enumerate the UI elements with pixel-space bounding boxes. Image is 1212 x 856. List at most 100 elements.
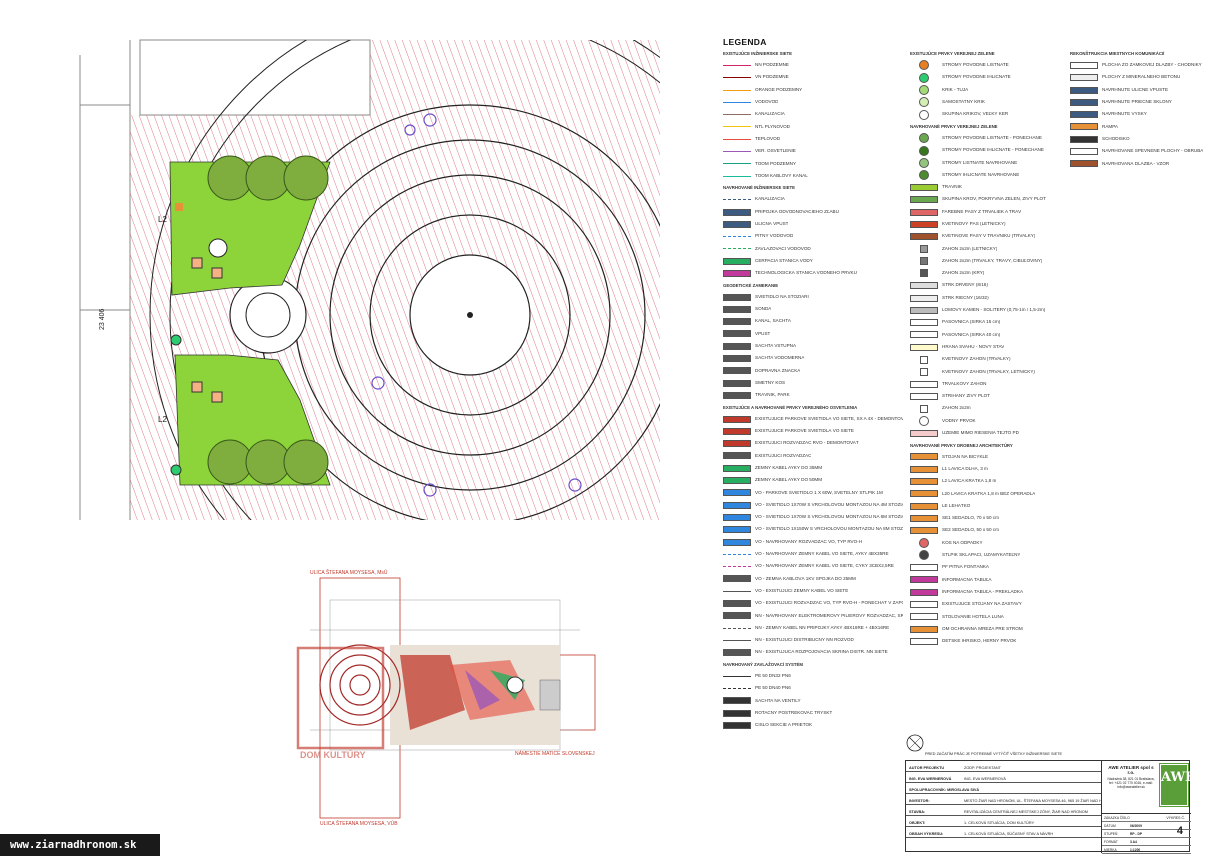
legend-symbol-icon xyxy=(1070,148,1098,156)
legend-section-title: GEODETICKÉ ZAMERANIE xyxy=(723,282,779,288)
legend-item: KANÁL, ŠACHTA xyxy=(723,316,903,328)
legend-item-label: VPUSŤ xyxy=(755,331,771,336)
overview-overlay-label: DOM KULTÚRY xyxy=(300,749,366,760)
legend-item-label: NAVRHNUTÉ VÝŠKY xyxy=(1102,112,1147,117)
title-row-key: INVESTOR: xyxy=(909,798,930,803)
title-row-value: ING. EVA WERNEROVÁ xyxy=(964,776,1006,781)
legend-item: KVETINOVÝ ZÁHON (TRVALKY, LETNIČKY) xyxy=(910,366,1070,378)
legend-item: TRÁVNIK, PARK xyxy=(723,389,903,401)
title-meta-key: DÁTUM xyxy=(1104,823,1116,828)
legend-item: VO - NAVRHOVANÝ ZEMNÝ KÁBEL VO SIETE, AY… xyxy=(723,548,903,560)
title-row: AUTOR PROJEKTU ZODP. PROJEKTANT xyxy=(906,764,1101,772)
office-address: Nádražná 38, 821 01 Bratislava, tel: +42… xyxy=(1107,777,1155,790)
legend-item-label: STROMY PÔVODNÉ LISTNATÉ - PONECHANÉ xyxy=(942,135,1042,140)
legend-item-label: DETSKÉ IHRISKO, HERNÝ PRVOK xyxy=(942,639,1017,644)
legend-symbol-icon xyxy=(723,575,751,583)
legend-symbol-icon xyxy=(723,427,751,435)
legend-item-label: VO - NAVRHOVANÝ ZEMNÝ KÁBEL VO SIETE, CY… xyxy=(755,564,894,569)
legend-symbol-icon xyxy=(723,257,751,265)
legend-symbol-icon xyxy=(1070,135,1098,143)
legend-symbol-icon xyxy=(723,489,751,497)
legend-symbol-icon xyxy=(723,697,751,705)
legend-symbol-icon xyxy=(723,151,751,153)
legend-symbol-icon xyxy=(919,538,929,549)
legend-section-title: EXISTUJÚCE INŽINIERSKE SIETE xyxy=(723,51,793,56)
legend-item: ZÁHON 2x2m (KRY) xyxy=(910,267,1070,279)
legend-symbol-icon xyxy=(910,233,938,241)
title-row-key: STAVBA: xyxy=(909,809,926,814)
legend-symbol-icon xyxy=(723,355,751,363)
overview-bottom-label: ULICA ŠTEFANA MOYSESA, VÚB xyxy=(320,820,398,827)
title-meta-value: 1:1200 xyxy=(1130,847,1141,852)
plan-features xyxy=(170,113,582,497)
legend-item-label: NN - EXISTUJÚCI DISTRIBUČNÝ NN ROZVOD xyxy=(755,638,854,643)
legend-symbol-icon xyxy=(910,490,938,498)
legend-item: NN - EXISTUJÚCA ROZPOJOVACIA SKRIŇA DIST… xyxy=(723,647,903,659)
legend-symbol-icon xyxy=(910,343,938,351)
legend-item: ZEMNÝ KÁBEL AYKY DO 50MM xyxy=(723,474,903,486)
north-arrow-icon xyxy=(906,734,924,752)
legend-item: L1 LAVICA DLHÁ, 3 m xyxy=(910,463,1070,475)
legend-section-title: REKONŠTRUKCIA MIESTNYCH KOMUNIKÁCIÍ xyxy=(1070,51,1165,56)
legend-symbol-icon xyxy=(1070,123,1098,131)
legend-item-label: SMETNÝ KÔŠ xyxy=(755,380,786,385)
legend-symbol-icon xyxy=(723,688,751,690)
title-row-key: AUTOR PROJEKTU xyxy=(909,765,945,770)
drawing-number: 4 xyxy=(1176,825,1183,837)
legend-item-label: STRIHANÝ ŽIVÝ PLOT xyxy=(942,394,990,399)
legend-symbol-icon xyxy=(910,514,938,522)
legend-item: VO - EXISTUJÚCI ZEMNÝ KÁBEL VO SIETE xyxy=(723,585,903,597)
legend-symbol-icon xyxy=(919,97,929,108)
legend-item: EXISTUJÚCI ROZVÁDZAČ xyxy=(723,450,903,462)
title-row-value: ZODP. PROJEKTANT xyxy=(964,765,1001,770)
title-block: AUTOR PROJEKTU ZODP. PROJEKTANT ING. EVA W… xyxy=(905,760,1195,854)
legend-symbol-icon xyxy=(723,391,751,399)
legend-item: STROMY PÔVODNÉ IHLIČNATÉ - PONECHANÉ xyxy=(910,144,1070,156)
legend-item: STROMY PÔVODNÉ LISTNATÉ xyxy=(910,59,1070,71)
legend-item: ZÁHON 2x2m xyxy=(910,403,1070,415)
title-row: OBJEKT:1. CELKOVÁ SITUÁCIA, DOM KULTÚRY xyxy=(906,819,1101,827)
title-meta-row: ZÁKAZKA ČÍSLO xyxy=(1102,814,1191,822)
title-meta-key: ZÁKAZKA ČÍSLO xyxy=(1104,815,1130,820)
legend-item: SKUPINA KROV, POKRYVNÁ ZELEŇ, ŽIVÝ PLOT xyxy=(910,194,1070,206)
legend-item-label: TECHNOLOGICKÁ STANICA VODNÉHO PRVKU xyxy=(755,271,857,276)
legend-item-label: TEPLOVOD xyxy=(755,136,781,141)
legend-symbol-icon xyxy=(723,236,751,238)
legend-item: ŠACHTA NA VENTILY xyxy=(723,695,903,707)
legend-symbol-icon xyxy=(920,355,928,364)
legend-item: STROMY PÔVODNÉ IHLIČNATÉ xyxy=(910,72,1070,84)
legend-item-label: SAMOSTATNÝ KRÍK xyxy=(942,100,985,105)
legend-item-label: STROMY PÔVODNÉ LISTNATÉ xyxy=(942,63,1009,68)
legend-item-label: ŠACHTA VSTUPNÁ xyxy=(755,343,797,348)
title-row: STAVBA:REVITALIZÁCIA CENTRÁLNEJ MESTSKEJ… xyxy=(906,808,1101,816)
legend-symbol-icon xyxy=(910,306,938,314)
legend-item: ŠTRK RIEČNY (16/32) xyxy=(910,292,1070,304)
legend-symbol-icon xyxy=(1070,111,1098,119)
legend-symbol-icon xyxy=(919,550,929,561)
legend-symbol-icon xyxy=(723,318,751,326)
legend-item: KANALIZÁCIA xyxy=(723,194,903,206)
trees xyxy=(207,155,329,485)
legend-symbol-icon xyxy=(723,269,751,277)
legend-item: FAREBNÉ PÁSY Z TRVALIEK A TRÁV xyxy=(910,206,1070,218)
legend-item: NN PODZEMNÉ xyxy=(723,59,903,71)
legend-item-label: ŠACHTA VODOMERNÁ xyxy=(755,356,805,361)
legend-item: ZÁHON 2x2m (TRVALKY, TRÁVY, CIBUĽOVINY) xyxy=(910,255,1070,267)
legend-item: STRIHANÝ ŽIVÝ PLOT xyxy=(910,390,1070,402)
overview-top-label: ULICA ŠTEFANA MOYSESA, MsÚ xyxy=(310,569,388,576)
legend-item-label: KVETINOVÉ PÁSY V TRÁVNIKU (TRVALKY) xyxy=(942,234,1036,239)
legend-item: ZEMNÝ KÁBEL AYKY DO 35MM xyxy=(723,462,903,474)
legend-item-label: KANALIZÁCIA xyxy=(755,197,785,202)
legend-item: SE2 SEDADLO, 50 x 50 cm xyxy=(910,525,1070,537)
legend-symbol-icon xyxy=(723,721,751,729)
legend-symbol-icon xyxy=(723,367,751,375)
legend-item-label: EXISTUJÚCE PARKOVÉ SVIETIDLÁ VO SIETE, S… xyxy=(755,416,903,421)
legend-item-label: SKUPINA KROV, POKRYVNÁ ZELEŇ, ŽIVÝ PLOT xyxy=(942,197,1046,202)
legend-item-label: VO - SVIETIDLO 1X70W S VRCHOLOVOU MONTÁŽ… xyxy=(755,515,903,520)
legend-item: VO - NAVRHOVANÝ ROZVÁDZAČ VO, TYP RVO-H xyxy=(723,536,903,548)
legend-item: STĹPIK SKLÁPACÍ, UZAMYKATEĽNÝ xyxy=(910,549,1070,561)
legend-symbol-icon xyxy=(910,319,938,327)
legend-item: SKUPINA KRÍKOV, VEĽKÝ KER xyxy=(910,108,1070,120)
legend-item: TOOM PODZEMNÝ xyxy=(723,158,903,170)
legend-symbol-icon xyxy=(919,109,929,120)
